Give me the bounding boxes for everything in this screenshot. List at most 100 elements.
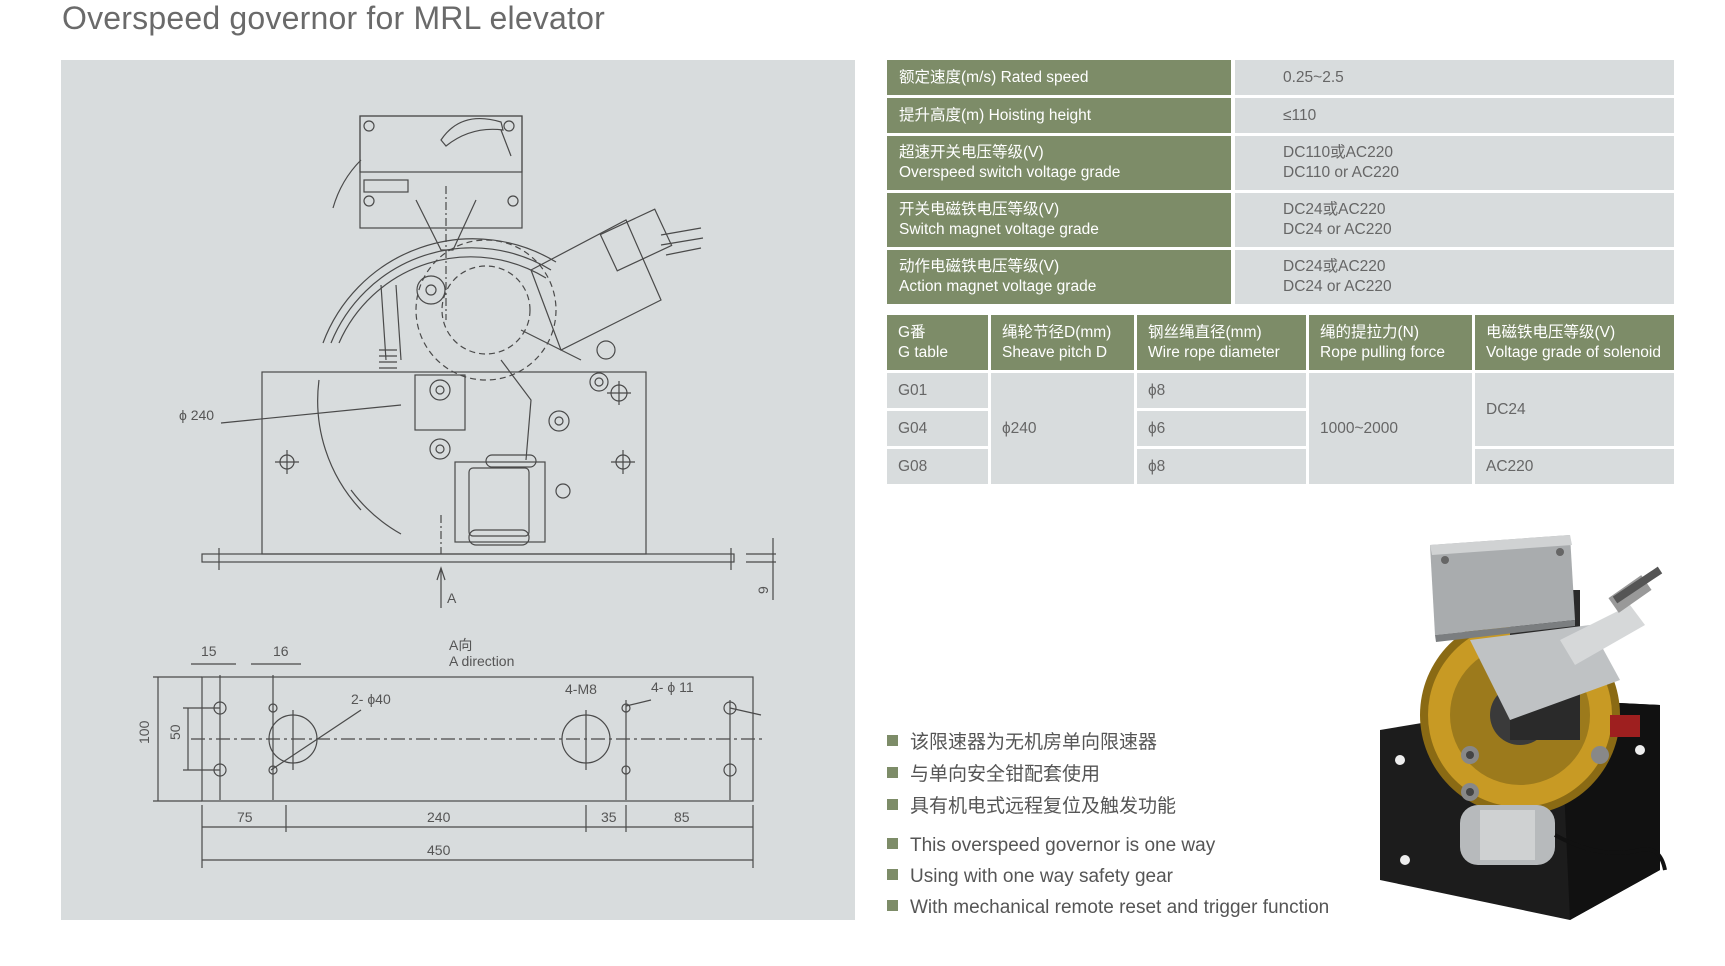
g-header-en: Voltage grade of solenoid [1486, 343, 1661, 361]
feature-text: Using with one way safety gear [910, 866, 1173, 887]
technical-drawing-panel: ϕ 240 A 9 A向 A direction 15 16 2- ϕ40 4-… [61, 60, 855, 920]
spec-label: 提升高度(m) Hoisting height [887, 98, 1231, 133]
spec-row-switch-magnet: 开关电磁铁电压等级(V) Switch magnet voltage grade… [887, 193, 1674, 247]
dim-9-label: 9 [755, 586, 771, 594]
bullet-square-icon [887, 735, 898, 747]
holes-2-40-label: 2- ϕ40 [351, 691, 391, 707]
bullet-square-icon [887, 767, 898, 779]
spec-value-en: DC110 or AC220 [1283, 164, 1400, 181]
g-table: G番 G table 绳轮节径D(mm) Sheave pitch D 钢丝绳直… [887, 315, 1674, 488]
spec-value: 0.25~2.5 [1235, 60, 1674, 95]
feature-item-en: Using with one way safety gear [887, 866, 1173, 888]
g-voltage-cell: DC24 [1475, 373, 1674, 446]
g-table-body: G01 G04 G08 ϕ240 ϕ8 ϕ6 ϕ8 1000~2000 DC24… [887, 373, 1674, 488]
g-header-cn: G番 [898, 323, 926, 341]
technical-drawing: ϕ 240 A 9 A向 A direction 15 16 2- ϕ40 4-… [136, 115, 776, 868]
g-header-en: Wire rope diameter [1148, 343, 1280, 361]
feature-item-en: This overspeed governor is one way [887, 835, 1215, 857]
feature-item-cn: 具有机电式远程复位及触发功能 [887, 791, 1176, 818]
spec-label: 开关电磁铁电压等级(V) Switch magnet voltage grade [887, 193, 1231, 247]
spec-row-hoisting-height: 提升高度(m) Hoisting height ≤110 [887, 98, 1674, 133]
dim-35-label: 35 [601, 809, 617, 825]
spec-row-overspeed-switch: 超速开关电压等级(V) Overspeed switch voltage gra… [887, 136, 1674, 190]
a-direction-en-label: A direction [449, 653, 514, 669]
spec-label-en: Rated speed [1000, 68, 1089, 86]
bullet-square-icon [887, 900, 898, 912]
spec-value-cn: DC24或AC220 [1283, 258, 1386, 275]
dim-50-label: 50 [167, 724, 183, 740]
a-direction-cn-label: A向 [449, 637, 472, 653]
spec-value-cn: DC110或AC220 [1283, 144, 1393, 161]
spec-label-cn: 动作电磁铁电压等级(V) [899, 258, 1060, 275]
feature-text: 具有机电式远程复位及触发功能 [910, 796, 1177, 817]
spec-value-cn: DC24或AC220 [1283, 201, 1386, 218]
g-header-cn: 电磁铁电压等级(V) [1486, 323, 1616, 341]
feature-item-cn: 该限速器为无机房单向限速器 [887, 727, 1157, 754]
feature-text: 该限速器为无机房单向限速器 [910, 732, 1158, 753]
spec-value: DC24或AC220 DC24 or AC220 [1235, 250, 1674, 304]
spec-value-en: DC24 or AC220 [1283, 278, 1392, 295]
spec-value: DC110或AC220 DC110 or AC220 [1235, 136, 1674, 190]
g-rope-cell: ϕ6 [1137, 411, 1306, 446]
arrow-a-label: A [447, 590, 457, 606]
g-header-cn: 绳的提拉力(N) [1320, 323, 1420, 341]
spec-label-en: Overspeed switch voltage grade [899, 164, 1121, 181]
spec-label-cn: 开关电磁铁电压等级(V) [899, 201, 1060, 218]
dim-75-label: 75 [237, 809, 253, 825]
dim-450-label: 450 [427, 842, 451, 858]
holes-4-m8-label: 4-M8 [565, 681, 597, 697]
dim-85-label: 85 [674, 809, 690, 825]
spec-label-en: Switch magnet voltage grade [899, 221, 1099, 238]
spec-value-text: 0.25~2.5 [1283, 68, 1344, 86]
page-title: Overspeed governor for MRL elevator [62, 0, 605, 36]
g-sheave-cell: ϕ240 [991, 373, 1134, 484]
dim-16-label: 16 [273, 643, 289, 659]
feature-item-cn: 与单向安全钳配套使用 [887, 759, 1100, 786]
g-rope-cell: ϕ8 [1137, 449, 1306, 484]
bullet-square-icon [887, 838, 898, 850]
g-table-header: G番 G table 绳轮节径D(mm) Sheave pitch D 钢丝绳直… [887, 315, 1674, 370]
product-photo [1380, 535, 1667, 920]
g-header-en: Sheave pitch D [1002, 343, 1108, 361]
spec-label: 动作电磁铁电压等级(V) Action magnet voltage grade [887, 250, 1231, 304]
g-header-en: Rope pulling force [1320, 343, 1445, 361]
feature-text: With mechanical remote reset and trigger… [910, 897, 1330, 918]
spec-label-en: Hoisting height [988, 106, 1092, 124]
g-model-cell: G04 [887, 411, 988, 446]
g-force-cell: 1000~2000 [1309, 373, 1472, 484]
spec-label: 额定速度(m/s) Rated speed [887, 60, 1231, 95]
g-header-force: 绳的提拉力(N) Rope pulling force [1309, 315, 1472, 370]
g-header-cn: 绳轮节径D(mm) [1002, 323, 1112, 341]
dim-240-label: 240 [427, 809, 451, 825]
dim-100-label: 100 [136, 720, 152, 744]
spec-table: 额定速度(m/s) Rated speed 0.25~2.5 提升高度(m) H… [887, 60, 1674, 307]
g-header-model: G番 G table [887, 315, 988, 370]
bullet-square-icon [887, 869, 898, 881]
feature-text: This overspeed governor is one way [910, 835, 1216, 856]
feature-item-en: With mechanical remote reset and trigger… [887, 897, 1329, 919]
spec-row-action-magnet: 动作电磁铁电压等级(V) Action magnet voltage grade… [887, 250, 1674, 304]
spec-label: 超速开关电压等级(V) Overspeed switch voltage gra… [887, 136, 1231, 190]
g-header-en: G table [898, 343, 948, 361]
g-rope-cell: ϕ8 [1137, 373, 1306, 408]
bullet-square-icon [887, 799, 898, 811]
g-header-cn: 钢丝绳直径(mm) [1148, 323, 1262, 341]
g-header-rope: 钢丝绳直径(mm) Wire rope diameter [1137, 315, 1306, 370]
spec-value-text: ≤110 [1283, 106, 1317, 124]
spec-value: DC24或AC220 DC24 or AC220 [1235, 193, 1674, 247]
spec-value: ≤110 [1235, 98, 1674, 133]
g-header-voltage: 电磁铁电压等级(V) Voltage grade of solenoid [1475, 315, 1674, 370]
spec-value-en: DC24 or AC220 [1283, 221, 1392, 238]
holes-4-11-label: 4- ϕ 11 [651, 679, 694, 695]
phi-240-label: ϕ 240 [179, 407, 214, 423]
spec-row-rated-speed: 额定速度(m/s) Rated speed 0.25~2.5 [887, 60, 1674, 95]
g-model-cell: G01 [887, 373, 988, 408]
g-header-sheave: 绳轮节径D(mm) Sheave pitch D [991, 315, 1134, 370]
spec-label-cn: 额定速度(m/s) [899, 68, 997, 86]
g-voltage-cell: AC220 [1475, 449, 1674, 484]
dim-15-label: 15 [201, 643, 217, 659]
feature-text: 与单向安全钳配套使用 [910, 764, 1101, 785]
spec-label-en: Action magnet voltage grade [899, 278, 1097, 295]
spec-label-cn: 超速开关电压等级(V) [899, 144, 1044, 161]
g-model-cell: G08 [887, 449, 988, 484]
